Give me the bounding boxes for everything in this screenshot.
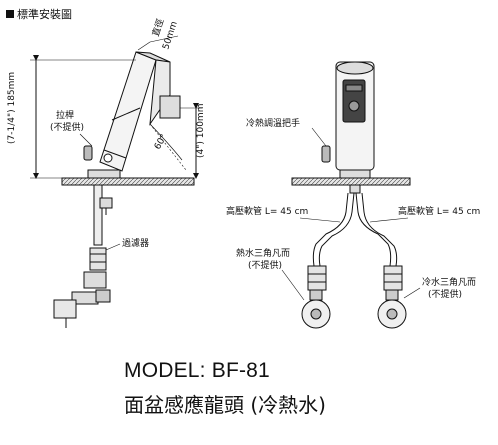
lever-label: 拉桿 — [56, 109, 74, 121]
filter-label: 過濾器 — [122, 237, 149, 249]
hose-left-label: 高壓軟管 L= 45 cm — [226, 205, 308, 217]
faucet-base-side — [87, 169, 121, 179]
height-dimension-label: (7-1/4") 185mm — [7, 72, 17, 144]
bullet-square-icon — [6, 10, 14, 18]
hot-valve-note: (不提供) — [248, 259, 282, 271]
front-view — [281, 61, 421, 329]
countertop-left — [61, 177, 195, 186]
lever-handle — [83, 145, 113, 163]
side-view — [30, 35, 202, 328]
cold-water-valve — [377, 265, 407, 329]
mixer-label: 冷熱調溫把手 — [246, 117, 300, 129]
diameter-label-top: 直徑 — [149, 17, 166, 38]
spout-height-label: (4") 100mm — [196, 104, 206, 158]
section-header: 標準安裝圖 — [6, 6, 72, 22]
hose-right-label: 高壓軟管 L= 45 cm — [398, 205, 480, 217]
countertop-right — [291, 177, 411, 186]
hot-water-valve — [301, 265, 331, 329]
angle-valve-side — [53, 299, 77, 319]
mixer-handle — [321, 145, 331, 163]
product-name: 面盆感應龍頭 (冷熱水) — [124, 393, 326, 417]
faucet-body-front — [335, 61, 375, 171]
filter-body — [89, 247, 107, 271]
lever-note: (不提供) — [50, 121, 84, 133]
section-title: 標準安裝圖 — [17, 8, 72, 21]
hot-valve-label: 熱水三角凡而 — [236, 247, 290, 259]
cold-valve-label: 冷水三角凡而 — [422, 276, 476, 288]
faucet-base-front — [339, 169, 371, 179]
cold-valve-note: (不提供) — [428, 288, 462, 300]
supply-pipe-side — [53, 184, 113, 328]
faucet-body-side — [99, 51, 181, 172]
hoses — [312, 184, 398, 267]
model-number: MODEL: BF-81 — [124, 359, 270, 382]
